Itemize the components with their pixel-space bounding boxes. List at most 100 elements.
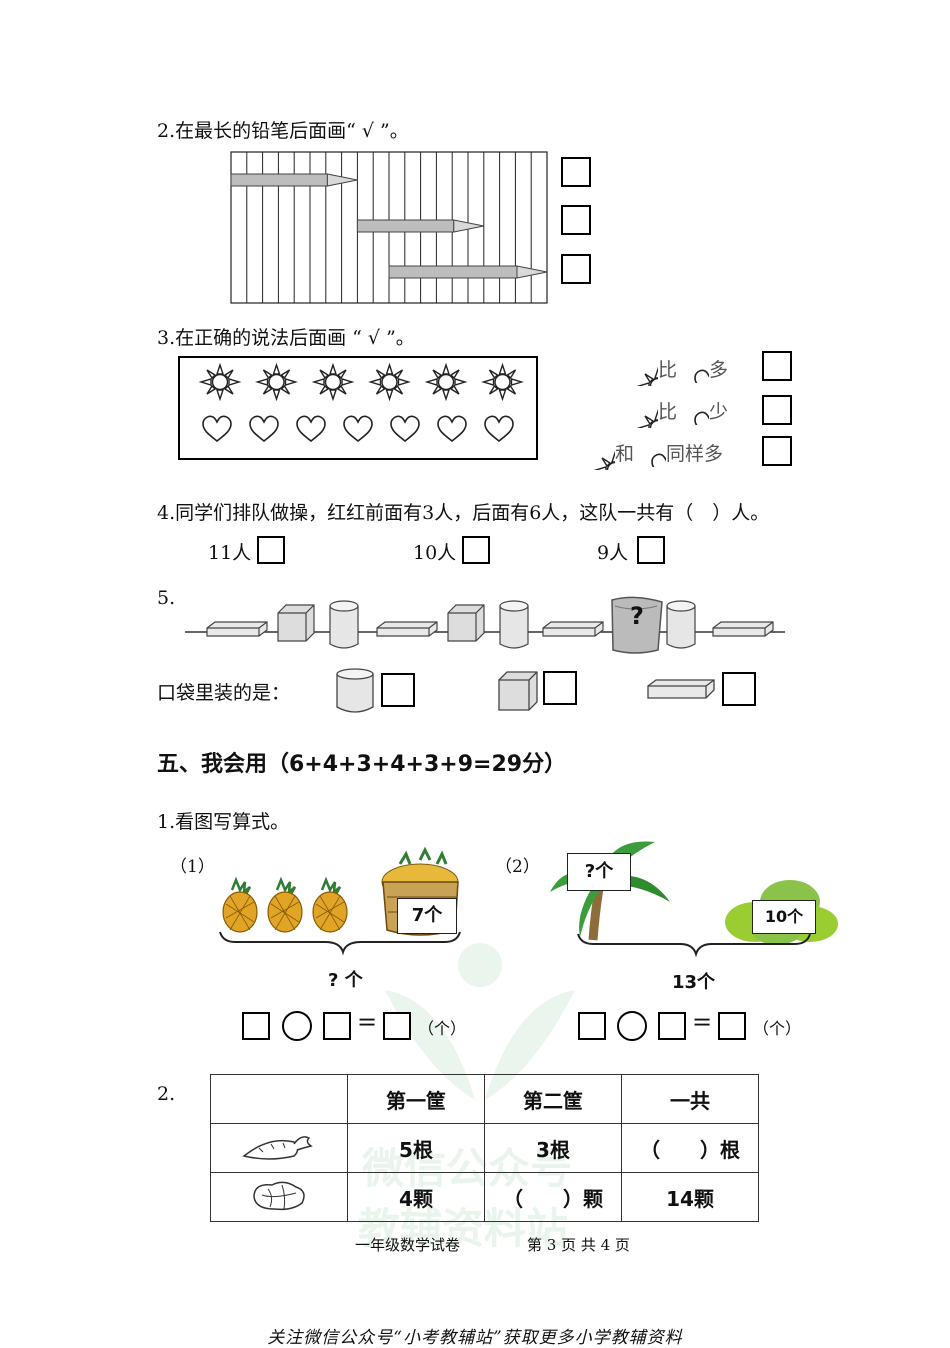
table-cell: 4颗: [347, 1172, 485, 1222]
answer-box-pencil-1[interactable]: [561, 157, 591, 187]
q4-option-1-label: 11人: [208, 542, 252, 564]
pencil-tip: [326, 173, 358, 187]
heart-icon: [343, 415, 373, 442]
q3-title: 3.在正确的说法后面画 “ √ ”。: [157, 327, 415, 349]
table-header-cell: 第二筐: [484, 1074, 622, 1124]
answer-box-q5-brick[interactable]: [722, 672, 756, 706]
q5-prompt: 口袋里装的是：: [157, 682, 291, 704]
q3-option-2: 比 少: [618, 392, 728, 428]
eq1-box-b[interactable]: [323, 1012, 351, 1040]
q4-title: 4.同学们排队做操，红红前面有3人，后面有6人，这队一共有（ ）人。: [157, 502, 770, 524]
pencil-tip: [453, 219, 484, 233]
table-row: 4颗 （ ）颗 14颗: [210, 1172, 759, 1222]
eq2-unit: （个）: [753, 1019, 802, 1038]
heart-icon: [437, 415, 467, 442]
brick-icon: [206, 621, 268, 637]
sun-icon: [256, 364, 297, 400]
answer-box-pencil-3[interactable]: [561, 254, 591, 284]
sun-icon: [426, 364, 466, 400]
section-5-title: 五、我会用（6+4+3+4+3+9=29分）: [157, 752, 567, 777]
heart-icon: [694, 411, 710, 425]
problem-2-label: （2）: [495, 857, 540, 877]
heart-icon: [651, 453, 667, 467]
basket-count-label: 7个: [397, 898, 457, 934]
shape-sequence: ?: [185, 592, 790, 662]
pencil-body: [230, 173, 328, 187]
answer-box-q4-3[interactable]: [637, 536, 665, 564]
q3-option-3-word-b: 同样多: [666, 442, 724, 465]
bag-icon: [611, 596, 663, 654]
eq1-box-a[interactable]: [242, 1012, 270, 1040]
q3-option-1: 比 多: [618, 350, 728, 386]
carrot-cell: [210, 1123, 348, 1173]
tree-bush-scene: [545, 822, 850, 976]
heart-icon: [694, 369, 710, 383]
s5q1-title: 1.看图写算式。: [157, 811, 290, 833]
cube-icon: [447, 604, 485, 642]
q3-option-2-word-a: 比: [658, 400, 678, 423]
answer-box-q4-2[interactable]: [462, 536, 490, 564]
table-cell: 5根: [347, 1123, 485, 1173]
heart-icon: [202, 415, 232, 442]
eq2-box-a[interactable]: [578, 1012, 606, 1040]
bottom-note: 关注微信公众号“小考教辅站”获取更多小学教辅资料: [267, 1328, 683, 1348]
answer-box-q3-1[interactable]: [762, 351, 792, 381]
table-header-cell: 第一筐: [347, 1074, 485, 1124]
brick-icon: [542, 621, 604, 637]
answer-box-q3-3[interactable]: [762, 436, 792, 466]
table-header-cell: [210, 1074, 348, 1124]
heart-icon: [249, 415, 279, 442]
problem-2-total: 13个: [672, 972, 716, 993]
eq2-box-result[interactable]: [718, 1012, 746, 1040]
answer-box-q5-cylinder[interactable]: [381, 673, 415, 707]
pencil-tip: [516, 265, 548, 279]
eq1-box-result[interactable]: [383, 1012, 411, 1040]
eq1-operator-circle[interactable]: [282, 1011, 312, 1041]
cabbage-cell: [210, 1172, 348, 1222]
footer-page: 第 3 页 共 4 页: [527, 1236, 630, 1254]
eq2-equals: =: [692, 1008, 713, 1036]
eq2-box-b[interactable]: [658, 1012, 686, 1040]
heart-row: [178, 410, 538, 456]
cube-icon: [277, 604, 315, 642]
footer-subject: 一年级数学试卷: [355, 1236, 461, 1254]
eq2-operator-circle[interactable]: [617, 1011, 647, 1041]
table-header-row: 第一筐 第二筐 一共: [210, 1074, 759, 1124]
choice-brick-icon: [646, 678, 716, 704]
sun-icon: [313, 364, 353, 400]
sun-heart-frame: [178, 356, 538, 460]
answer-box-q5-cube[interactable]: [543, 671, 577, 705]
choice-cube-icon: [497, 670, 539, 716]
sun-icon: [638, 368, 658, 386]
q3-option-1-word-a: 比: [658, 358, 678, 381]
heart-icon: [390, 415, 420, 442]
pineapple-icon: [311, 878, 349, 934]
tree-count-label: ?个: [567, 853, 631, 891]
pineapple-icon: [221, 878, 259, 934]
table-cell-blank[interactable]: （ ）颗: [484, 1172, 622, 1222]
sun-icon: [638, 410, 658, 428]
pencil-body: [356, 219, 455, 233]
answer-box-q3-2[interactable]: [762, 395, 792, 425]
carrot-icon: [242, 1135, 313, 1160]
answer-box-q4-1[interactable]: [257, 536, 285, 564]
sun-icon: [482, 364, 523, 400]
sun-row: [178, 362, 538, 412]
pencil-body: [388, 265, 518, 279]
q5-number: 5.: [157, 587, 176, 609]
cylinder-icon: [329, 600, 359, 649]
sun-icon: [595, 452, 615, 470]
choice-cylinder-icon: [334, 667, 376, 719]
heart-icon: [484, 415, 514, 442]
q4-option-2-label: 10人: [413, 542, 457, 564]
pineapple-icon: [266, 878, 304, 934]
answer-box-pencil-2[interactable]: [561, 205, 591, 235]
vegetable-table: 第一筐 第二筐 一共 5根 3根 （ ）根 4颗 （ ）颗 14颗: [210, 1074, 759, 1222]
s5q2-number: 2.: [157, 1083, 176, 1105]
heart-icon: [296, 415, 326, 442]
problem-1-label: （1）: [170, 857, 215, 877]
table-cell: 3根: [484, 1123, 622, 1173]
table-cell-blank[interactable]: （ ）根: [621, 1123, 759, 1173]
bag-question-mark: ?: [630, 602, 644, 630]
cylinder-icon: [499, 600, 529, 649]
